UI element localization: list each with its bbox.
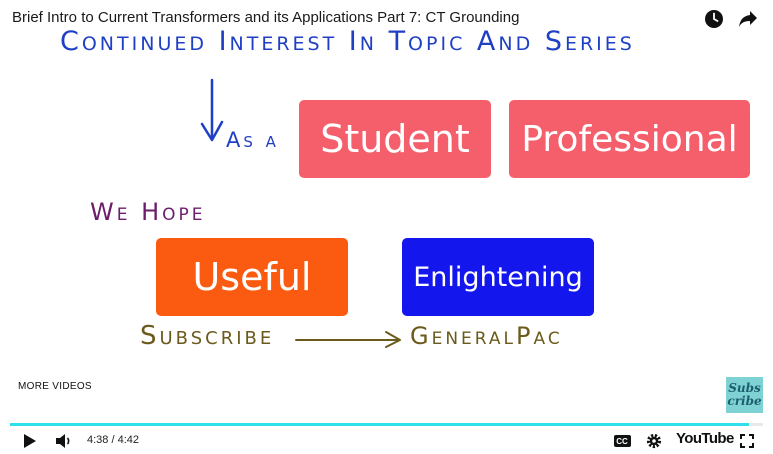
youtube-logo[interactable]: YouTube <box>676 430 734 447</box>
gear-icon[interactable] <box>644 431 664 451</box>
subscribe-badge[interactable]: Subs cribe <box>726 377 763 413</box>
professional-card: Professional <box>509 100 750 178</box>
subscribe-badge-line2: cribe <box>727 394 762 408</box>
student-card: Student <box>299 100 491 178</box>
clock-icon[interactable] <box>703 8 725 30</box>
student-label: Student <box>320 117 470 161</box>
fullscreen-icon[interactable] <box>737 431 757 451</box>
useful-label: Useful <box>192 255 312 299</box>
down-arrow-icon <box>200 78 224 142</box>
right-arrow-icon <box>295 331 401 348</box>
channel-name: GeneralPac <box>410 322 563 350</box>
subscribe-badge-line1: Subs <box>728 381 761 395</box>
enlightening-card: Enlightening <box>402 238 594 316</box>
we-hope-text: We Hope <box>90 198 206 226</box>
play-icon[interactable] <box>20 431 40 451</box>
volume-icon[interactable] <box>54 431 74 451</box>
more-videos-link[interactable]: MORE VIDEOS <box>18 381 92 392</box>
player-controls: 4:38 / 4:42 CC YouTube <box>0 428 773 454</box>
progress-fill <box>10 423 750 426</box>
as-a-text: As a <box>226 128 279 152</box>
captions-label: CC <box>613 435 631 447</box>
progress-bar[interactable] <box>10 423 763 426</box>
captions-icon[interactable]: CC <box>611 431 633 451</box>
enlightening-label: Enlightening <box>413 261 583 293</box>
subscribe-text: Subscribe <box>140 321 275 351</box>
time-display: 4:38 / 4:42 <box>87 434 139 446</box>
top-actions <box>703 8 759 30</box>
professional-label: Professional <box>521 118 738 160</box>
slide-heading: Continued Interest In Topic And Series <box>60 26 635 57</box>
video-title[interactable]: Brief Intro to Current Transformers and … <box>12 9 520 26</box>
useful-card: Useful <box>156 238 348 316</box>
share-arrow-icon[interactable] <box>737 8 759 30</box>
